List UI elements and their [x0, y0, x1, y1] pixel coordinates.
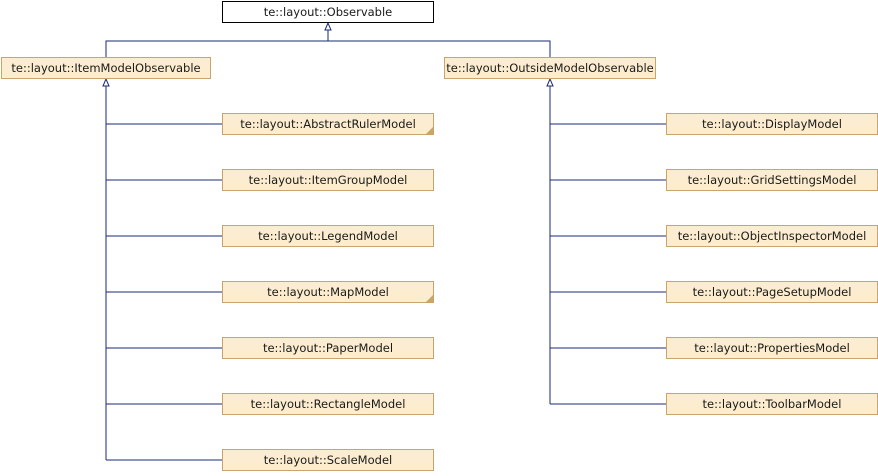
node-properties-model-label: te::layout::PropertiesModel	[694, 341, 850, 355]
inherit-arrow-icon	[546, 77, 554, 87]
inherit-arrow-icon	[102, 77, 110, 87]
node-map-model[interactable]: te::layout::MapModel	[222, 281, 434, 303]
node-properties-model[interactable]: te::layout::PropertiesModel	[666, 337, 878, 359]
node-abstract-ruler-model[interactable]: te::layout::AbstractRulerModel	[222, 113, 434, 135]
node-legend-model[interactable]: te::layout::LegendModel	[222, 225, 434, 247]
node-scale-model[interactable]: te::layout::ScaleModel	[222, 449, 434, 471]
node-item-group-model-label: te::layout::ItemGroupModel	[248, 173, 408, 187]
node-page-setup-model[interactable]: te::layout::PageSetupModel	[666, 281, 878, 303]
node-abstract-ruler-model-label: te::layout::AbstractRulerModel	[240, 117, 416, 131]
node-scale-model-label: te::layout::ScaleModel	[263, 453, 393, 467]
node-toolbar-model[interactable]: te::layout::ToolbarModel	[666, 393, 878, 415]
node-observable[interactable]: te::layout::Observable	[222, 1, 434, 23]
node-paper-model[interactable]: te::layout::PaperModel	[222, 337, 434, 359]
node-page-setup-model-label: te::layout::PageSetupModel	[692, 285, 852, 299]
node-item-model-observable-label: te::layout::ItemModelObservable	[11, 61, 201, 75]
node-paper-model-label: te::layout::PaperModel	[262, 341, 394, 355]
node-observable-label: te::layout::Observable	[263, 5, 393, 19]
node-object-inspector-model[interactable]: te::layout::ObjectInspectorModel	[666, 225, 878, 247]
node-grid-settings-model[interactable]: te::layout::GridSettingsModel	[666, 169, 878, 191]
node-grid-settings-model-label: te::layout::GridSettingsModel	[687, 173, 857, 187]
node-map-model-label: te::layout::MapModel	[267, 285, 389, 299]
node-rectangle-model[interactable]: te::layout::RectangleModel	[222, 393, 434, 415]
node-item-model-observable[interactable]: te::layout::ItemModelObservable	[1, 57, 211, 79]
edge-parents-bar	[105, 40, 551, 57]
node-toolbar-model-label: te::layout::ToolbarModel	[702, 397, 842, 411]
truncated-marker-icon	[426, 295, 433, 302]
node-legend-model-label: te::layout::LegendModel	[258, 229, 398, 243]
node-display-model[interactable]: te::layout::DisplayModel	[666, 113, 878, 135]
node-object-inspector-model-label: te::layout::ObjectInspectorModel	[677, 229, 867, 243]
inherit-arrow-icon	[324, 21, 332, 31]
node-outside-model-observable-label: te::layout::OutsideModelObservable	[446, 61, 654, 75]
truncated-marker-icon	[426, 127, 433, 134]
node-outside-model-observable[interactable]: te::layout::OutsideModelObservable	[444, 57, 656, 79]
node-display-model-label: te::layout::DisplayModel	[702, 117, 842, 131]
node-rectangle-model-label: te::layout::RectangleModel	[250, 397, 406, 411]
node-item-group-model[interactable]: te::layout::ItemGroupModel	[222, 169, 434, 191]
